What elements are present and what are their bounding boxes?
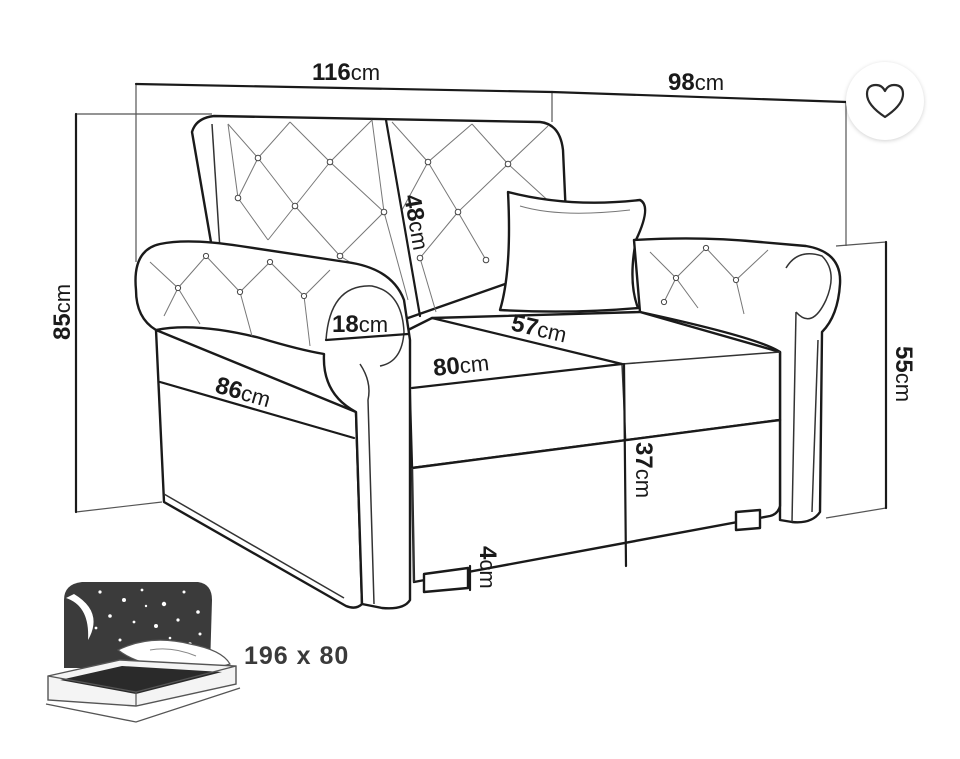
dimension-labels: 116cm 98cm 85cm 48cm 18cm 57cm 80cm 86cm…: [49, 59, 917, 589]
favorite-button[interactable]: [846, 62, 924, 140]
heart-icon: [865, 83, 905, 119]
label-backrest-height: 48cm: [398, 192, 434, 252]
dimension-lines: [74, 82, 888, 592]
label-depth-total: 98cm: [668, 69, 724, 96]
label-height-total: 85cm: [49, 284, 76, 340]
label-width-total: 116cm: [312, 59, 380, 86]
label-leg-height: 4cm: [474, 546, 501, 589]
label-seat-height: 37cm: [630, 442, 657, 498]
bed-starry-night-icon: [45, 582, 241, 723]
label-seat-width: 80cm: [432, 349, 491, 382]
bed-size-label: 196 x 80: [244, 642, 349, 670]
sofa-drawing: [134, 114, 842, 610]
guide-lines: [75, 84, 887, 519]
label-armrest-width: 18cm: [332, 311, 388, 338]
label-arm-height: 55cm: [890, 346, 917, 402]
label-seat-depth: 57cm: [509, 310, 570, 349]
